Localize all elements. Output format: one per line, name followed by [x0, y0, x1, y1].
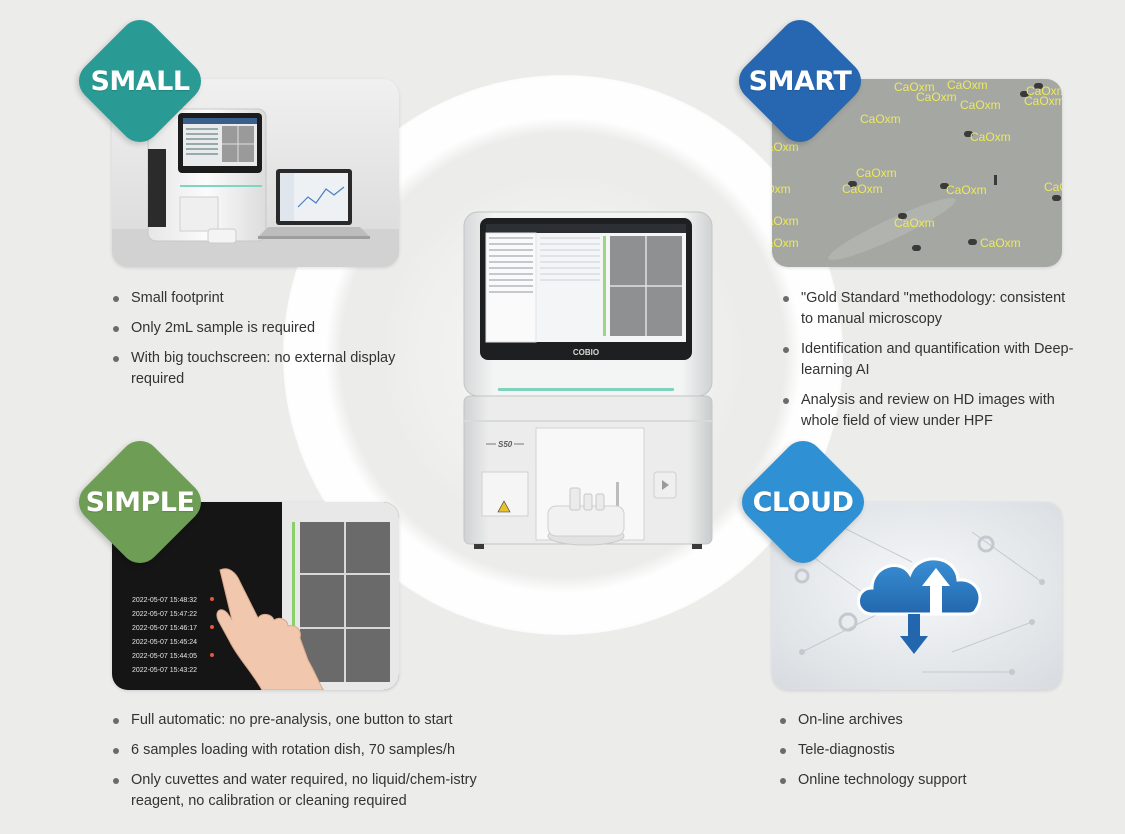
crystal-tag: CaOxm [960, 98, 1001, 112]
bullet-icon [780, 748, 786, 754]
simple-badge: SIMPLE [70, 432, 210, 572]
bullet-text: Small footprint [131, 290, 224, 306]
crystal-tag: CaOxm [772, 140, 799, 154]
small-title: SMALL [90, 65, 190, 97]
small-feature-image [112, 79, 399, 267]
bullet-text: With big touchscreen: no external displa… [131, 350, 396, 387]
list-item: Identification and quantification with D… [780, 339, 1080, 381]
crystal-tag: CaOxm [772, 236, 799, 250]
bullet-text: "Gold Standard "methodology: consistent … [801, 290, 1066, 327]
simple-bullets: Full automatic: no pre-analysis, one but… [110, 710, 490, 821]
crystal-tag: CaOxm [1024, 94, 1062, 108]
bullet-text: Identification and quantification with D… [801, 341, 1074, 378]
bullet-icon [783, 347, 789, 353]
list-item: 6 samples loading with rotation dish, 70… [110, 740, 490, 761]
smart-bullets: "Gold Standard "methodology: consistent … [780, 288, 1080, 441]
crystal-tag: CaOxm [947, 79, 988, 92]
list-item: Full automatic: no pre-analysis, one but… [110, 710, 490, 731]
crystal-tag: CaOxm [1044, 180, 1062, 194]
crystal-tag: CaOxm [970, 130, 1011, 144]
list-item: Only 2mL sample is required [110, 318, 410, 339]
bullet-icon [113, 748, 119, 754]
bullet-icon [780, 778, 786, 784]
sample-row: 2022-05-07 15:46:17 [132, 625, 197, 632]
cloud-title: CLOUD [752, 486, 854, 518]
bullet-text: Full automatic: no pre-analysis, one but… [131, 712, 453, 728]
bullet-icon [113, 326, 119, 332]
bullet-icon [113, 778, 119, 784]
list-item: Analysis and review on HD images with wh… [780, 390, 1080, 432]
crystal-tag: CaOxm [894, 80, 935, 94]
crystal-tag: CaOxm [772, 214, 799, 228]
bullet-text: Analysis and review on HD images with wh… [801, 392, 1055, 429]
list-item: Only cuvettes and water required, no liq… [110, 770, 490, 812]
list-item: On-line archives [777, 710, 1077, 731]
smart-title: SMART [748, 65, 852, 97]
bullet-icon [780, 718, 786, 724]
crystal-tag: CaOxm [860, 112, 901, 126]
list-item: Online technology support [777, 770, 1077, 791]
brand-logo: COBIO [573, 348, 599, 357]
list-item: With big touchscreen: no external displa… [110, 348, 410, 390]
crystal-tag: CaOxm [916, 90, 957, 104]
crystal-tag: CaOxm [1026, 84, 1062, 98]
cloud-badge: CLOUD [733, 432, 873, 572]
bullet-text: Only 2mL sample is required [131, 320, 316, 336]
simple-title: SIMPLE [85, 486, 195, 518]
crystal-tag: CaOxm [980, 236, 1021, 250]
crystal-tag: CaOxm [772, 182, 791, 196]
list-item: Small footprint [110, 288, 410, 309]
bullet-text: Tele-diagnostis [798, 742, 895, 758]
smart-badge: SMART [730, 11, 870, 151]
bullet-text: On-line archives [798, 712, 903, 728]
sample-row: 2022-05-07 15:47:22 [132, 611, 197, 618]
crystal-tag: CaOxm [946, 183, 987, 197]
crystal-tag: CaOxm [894, 216, 935, 230]
small-badge: SMALL [70, 11, 210, 151]
model-label: S50 [498, 440, 513, 449]
sample-row: 2022-05-07 15:43:22 [132, 667, 197, 674]
list-item: "Gold Standard "methodology: consistent … [780, 288, 1080, 330]
bullet-icon [113, 296, 119, 302]
sample-row: 2022-05-07 15:44:05 [132, 653, 197, 660]
analyzer-device: COBIO S50 [458, 210, 718, 570]
sample-row: 2022-05-07 15:45:24 [132, 639, 197, 646]
bullet-icon [113, 718, 119, 724]
crystal-tag: CaOxm [842, 182, 883, 196]
bullet-text: Only cuvettes and water required, no liq… [131, 772, 477, 809]
bullet-text: 6 samples loading with rotation dish, 70… [131, 742, 456, 758]
bullet-text: Online technology support [798, 772, 967, 788]
list-item: Tele-diagnostis [777, 740, 1077, 761]
bullet-icon [783, 398, 789, 404]
small-bullets: Small footprint Only 2mL sample is requi… [110, 288, 410, 399]
bullet-icon [783, 296, 789, 302]
sample-row: 2022-05-07 15:48:32 [132, 597, 197, 604]
crystal-tag: CaOxm [856, 166, 897, 180]
cloud-feature-image [772, 502, 1062, 690]
bullet-icon [113, 356, 119, 362]
cloud-bullets: On-line archives Tele-diagnostis Online … [777, 710, 1077, 800]
